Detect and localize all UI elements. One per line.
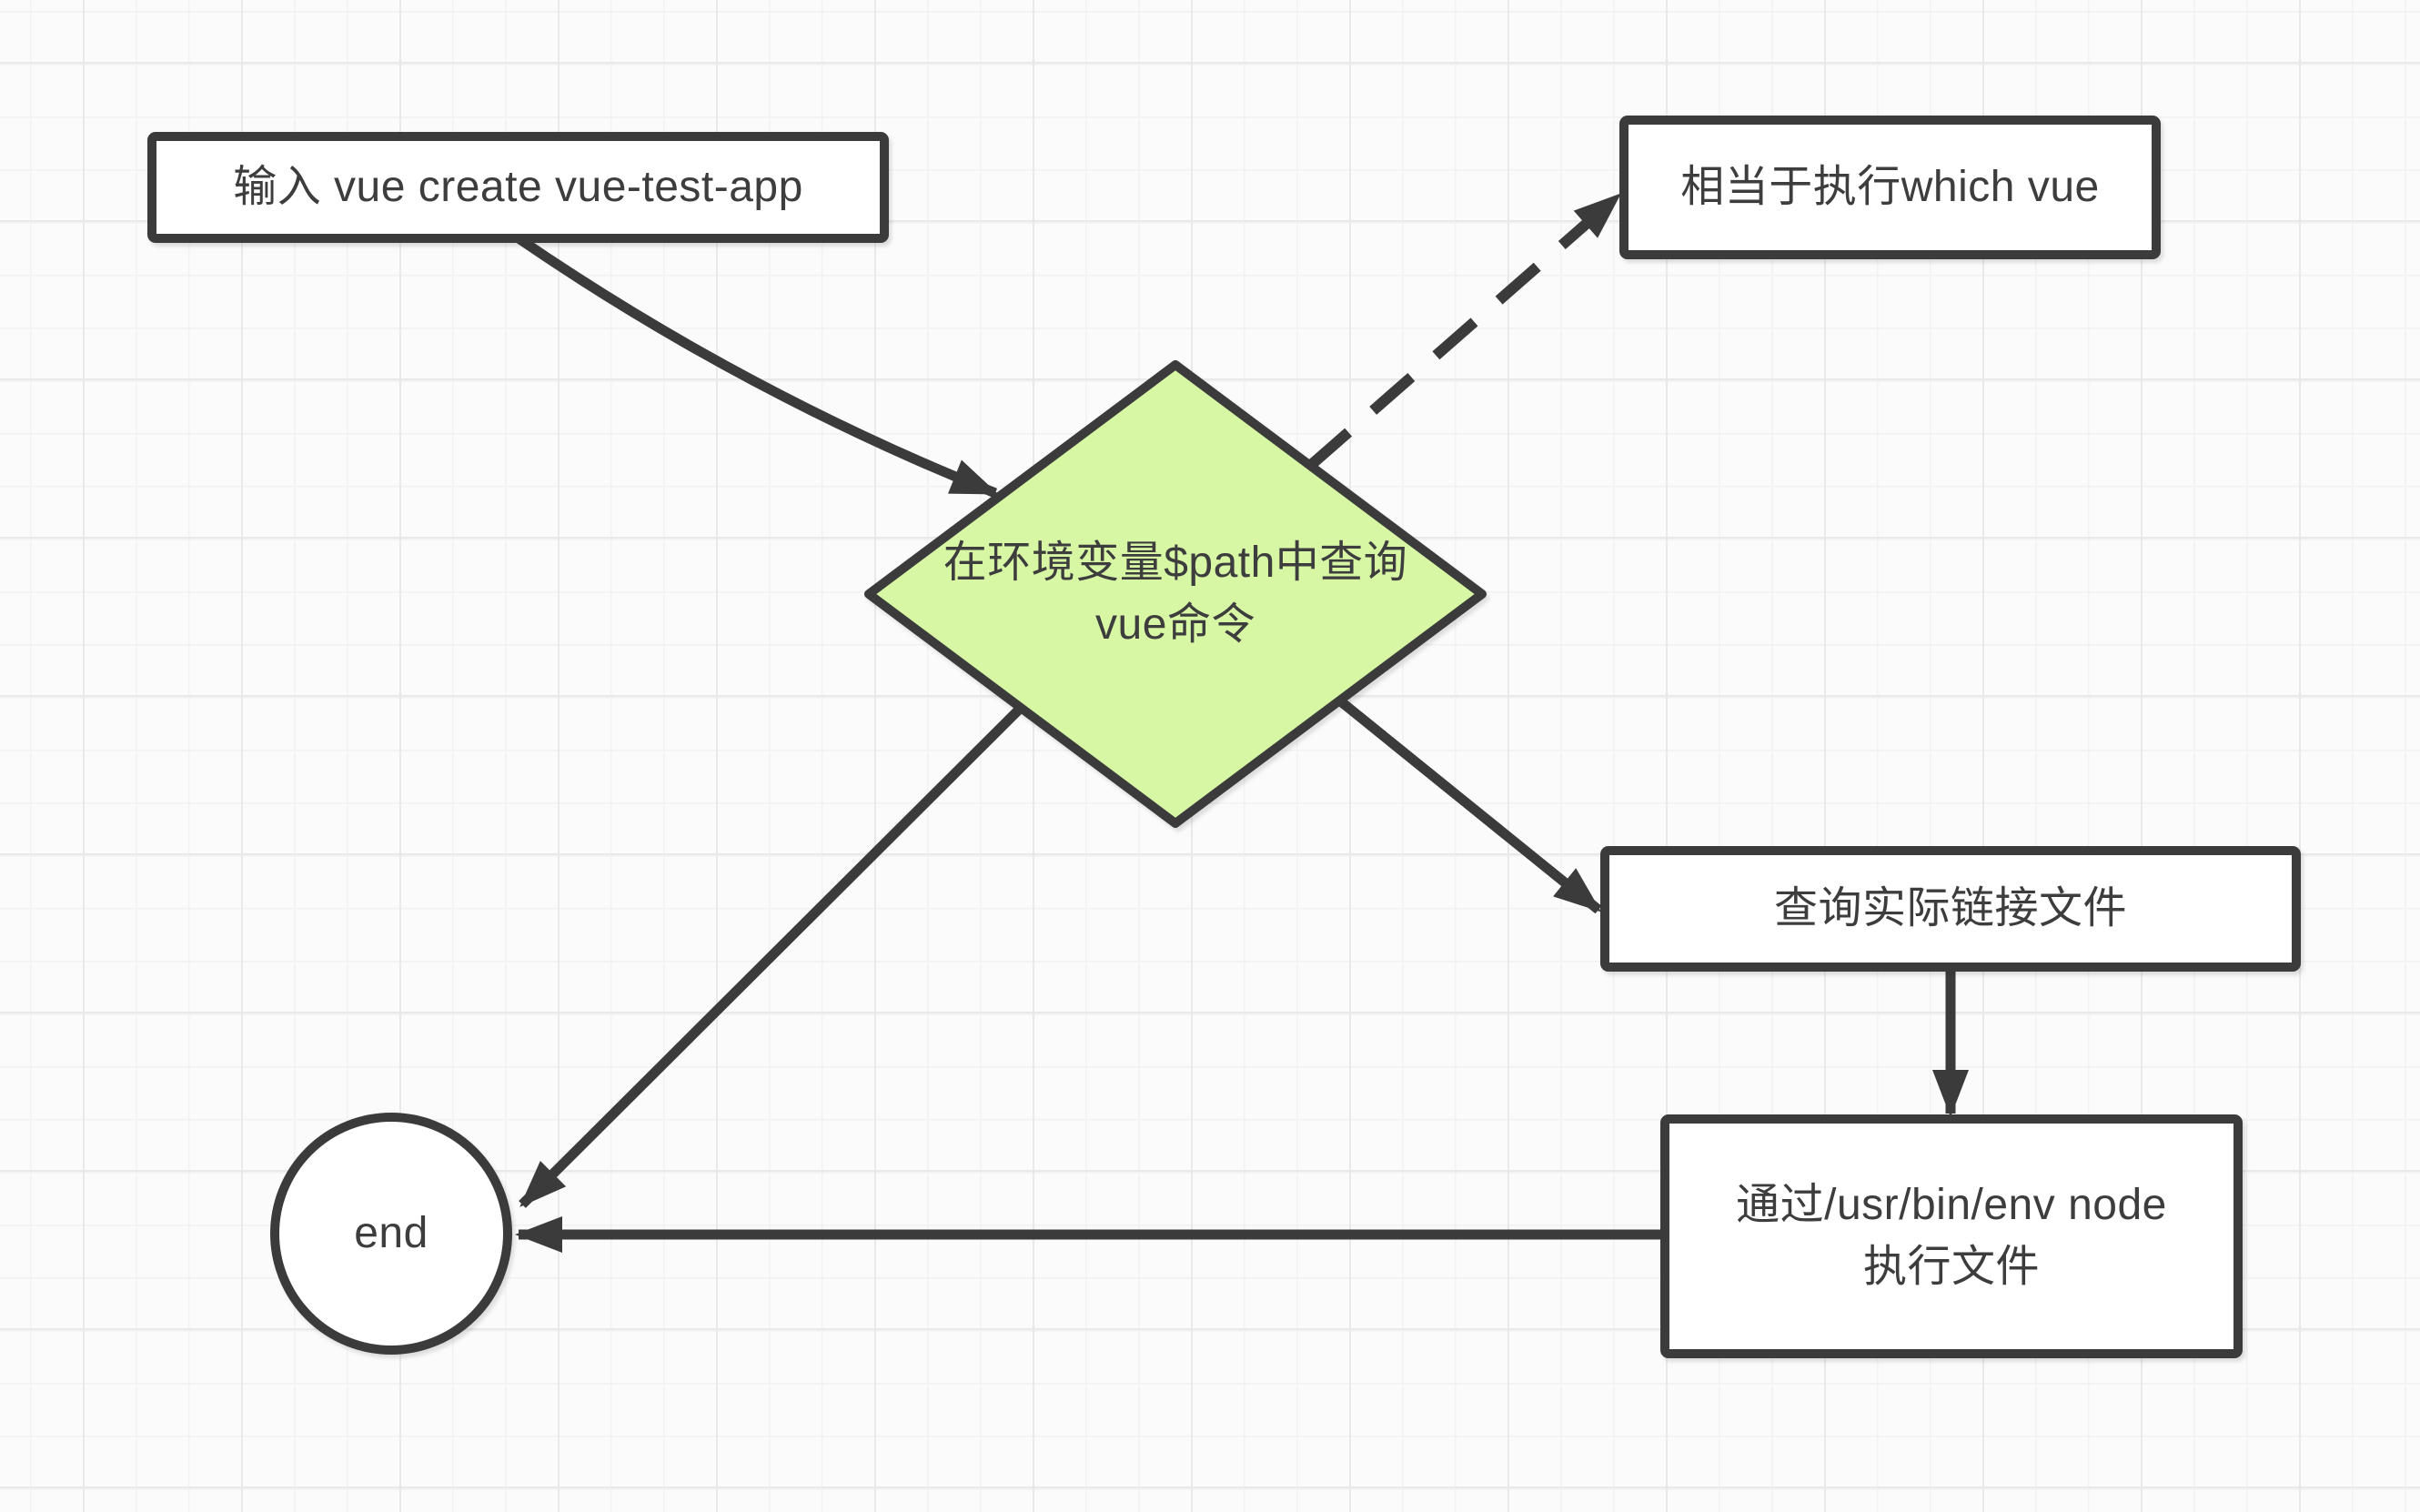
exec-node-shape[interactable] bbox=[1660, 1114, 2243, 1358]
edge-decision-to-link[interactable] bbox=[1334, 694, 1602, 914]
end-node-shape[interactable] bbox=[270, 1113, 512, 1355]
edge-decision-to-which-dashed[interactable] bbox=[1306, 191, 1622, 470]
edge-start-to-decision[interactable] bbox=[515, 234, 999, 499]
decision-diamond-shape[interactable] bbox=[864, 360, 1487, 828]
edge-decision-to-end[interactable] bbox=[519, 704, 1024, 1208]
which-vue-node-shape[interactable] bbox=[1619, 116, 2161, 259]
link-file-node-shape[interactable] bbox=[1600, 846, 2301, 972]
start-node-shape[interactable] bbox=[147, 132, 889, 243]
